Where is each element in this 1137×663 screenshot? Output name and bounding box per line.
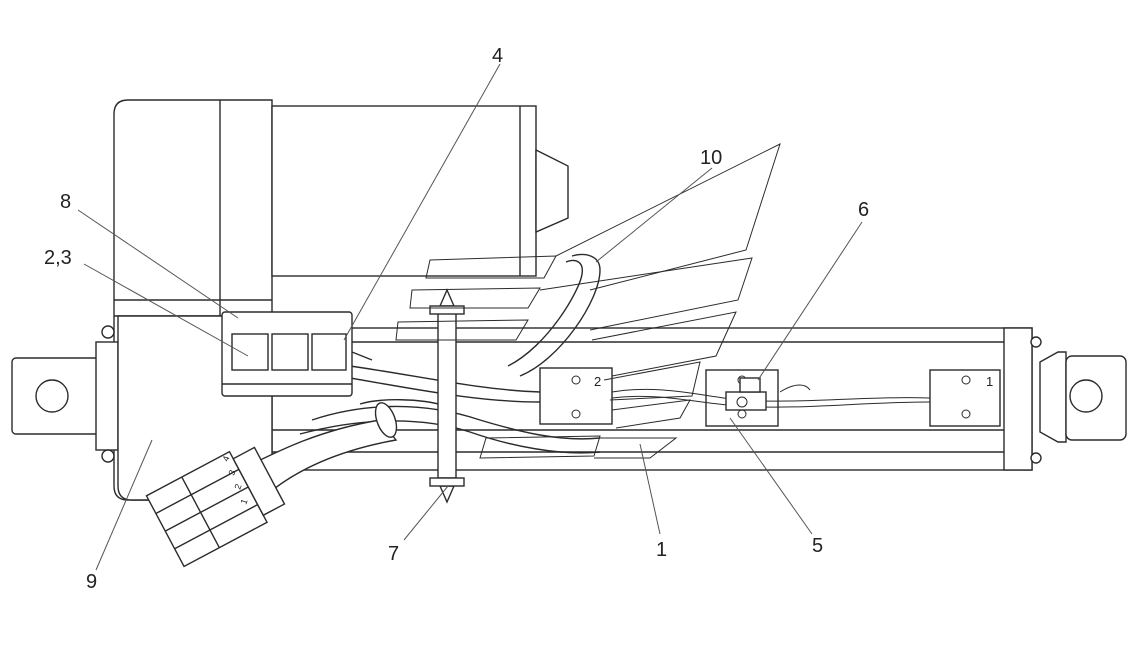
callout-labels: 4 8 2,3 10 6 5 1 7 9 — [44, 45, 869, 593]
inline-mark-1: 1 — [986, 374, 993, 389]
pin-label-4: 4 — [220, 455, 231, 463]
callout-5: 5 — [812, 535, 823, 557]
tie-strap — [429, 288, 465, 504]
pin-label-2: 2 — [232, 483, 243, 491]
gearbox-block — [271, 105, 569, 277]
pin-label-3: 3 — [226, 469, 237, 477]
callout-4: 4 — [492, 45, 503, 67]
wire-marker-flags — [395, 143, 781, 459]
left-rod-end — [11, 325, 119, 463]
limit-switch-blocks — [539, 367, 1001, 427]
actuator-tube — [271, 327, 1042, 471]
pin-label-1: 1 — [238, 498, 249, 506]
protective-hose — [242, 399, 447, 493]
callout-6: 6 — [858, 199, 869, 221]
cable-clamp — [725, 377, 767, 411]
callout-2-3: 2,3 — [44, 247, 72, 269]
inline-mark-2: 2 — [594, 374, 601, 389]
connector-pin-labels: 1 2 3 4 — [220, 455, 249, 506]
connector-plug — [145, 446, 286, 568]
callout-8: 8 — [60, 191, 71, 213]
callout-10: 10 — [700, 147, 722, 169]
callout-9: 9 — [86, 571, 97, 593]
right-rod-end — [1039, 351, 1127, 443]
callout-7: 7 — [388, 543, 399, 565]
callout-1: 1 — [656, 539, 667, 561]
terminal-block — [221, 311, 373, 397]
leader-lines — [77, 63, 863, 571]
